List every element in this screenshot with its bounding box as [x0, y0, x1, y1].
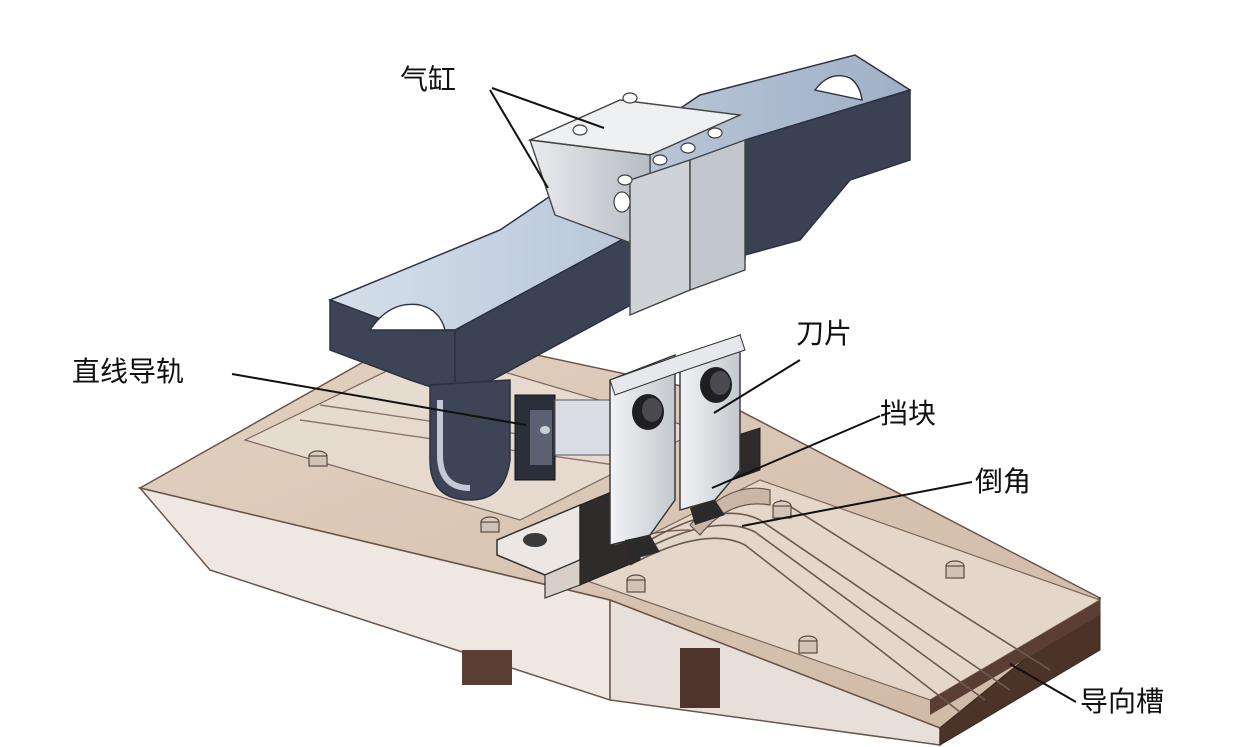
blade-screw-right	[700, 367, 732, 403]
leader-blade	[713, 359, 801, 414]
label-blade: 刀片	[796, 317, 853, 350]
cylinder-front-1	[629, 159, 691, 317]
label-stop-block: 挡块	[880, 397, 937, 430]
leader-guide-groove	[1009, 663, 1077, 703]
bracket-slot-left	[368, 303, 446, 331]
leader-linear-rail	[231, 373, 527, 426]
linear-rail	[514, 394, 616, 481]
leader-lines	[231, 87, 1077, 703]
blade-screw-left	[632, 394, 664, 430]
leader-stop-block	[711, 415, 881, 489]
cylinder-assembly	[527, 92, 746, 317]
leader-cylinder-1	[489, 89, 549, 189]
bracket-slot-right	[813, 75, 863, 101]
bracket-leg	[429, 379, 511, 501]
base-screws	[308, 450, 965, 654]
base-notch-2	[680, 648, 720, 708]
label-linear-rail: 直线导轨	[72, 355, 185, 388]
base-notch	[462, 650, 512, 685]
label-chamfer: 倒角	[975, 465, 1032, 498]
label-guide-groove: 导向槽	[1080, 685, 1165, 718]
label-cylinder: 气缸	[400, 63, 457, 96]
cylinder-front-2	[689, 139, 746, 291]
leader-chamfer	[741, 481, 973, 527]
leader-cylinder-2	[491, 87, 605, 129]
blade-assembly	[609, 333, 746, 560]
blade-holder-top	[609, 334, 746, 396]
